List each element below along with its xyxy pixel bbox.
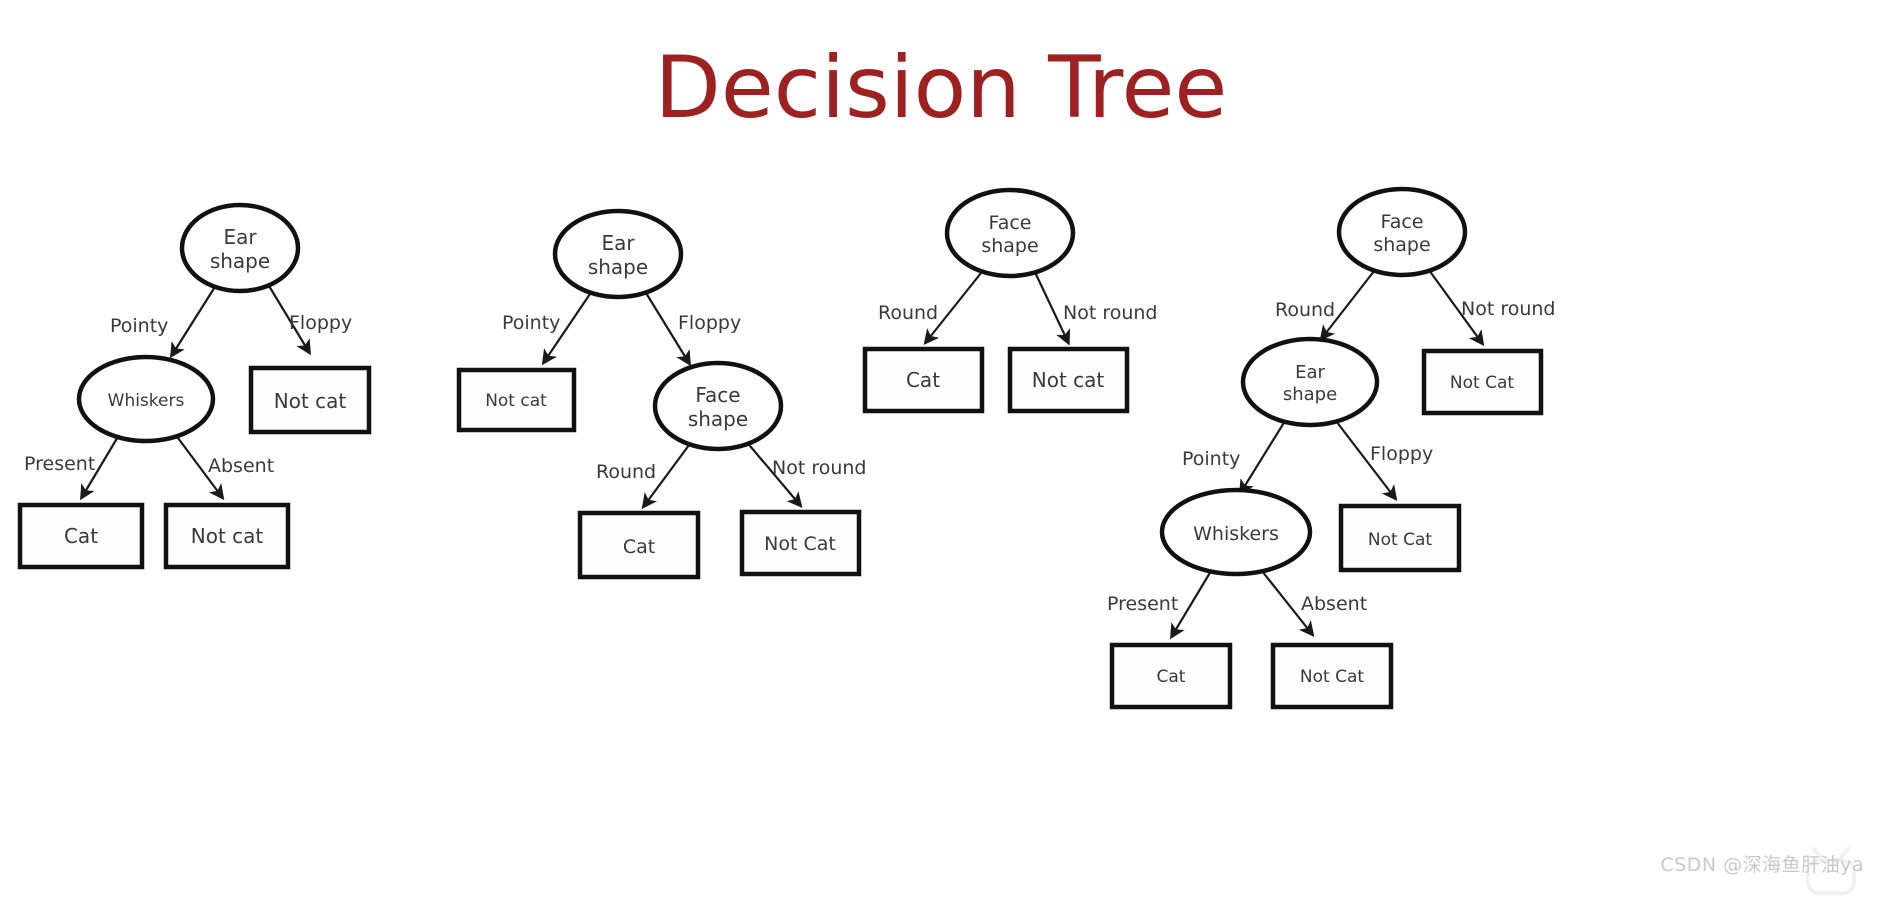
tree-3-node-face-shape[interactable] (944, 187, 1076, 279)
csdn-tv-logo-icon (1805, 846, 1857, 896)
tree-4-leaf-not-cat-floppy[interactable] (1338, 503, 1462, 573)
tree-1-edge-label-present: Present (24, 453, 95, 475)
tree-3-leaf-not-cat-label: Not cat (1032, 368, 1105, 392)
tree-4-leaf-not-cat-floppy-label: Not Cat (1368, 530, 1432, 550)
bottom-clipped-text (0, 895, 1882, 909)
tree-4-leaf-not-cat-absent-label: Not Cat (1300, 667, 1364, 687)
tree-1-edge-absent (171, 429, 225, 501)
watermark-text: CSDN @深海鱼肝油ya (1660, 854, 1864, 876)
tree-4-edge-not-round (1425, 265, 1485, 347)
tree-1-edge-pointy (169, 281, 219, 359)
tree-1-node-whiskers-label: Whiskers (108, 391, 185, 411)
tree-2-node-face-shape-label-line2: shape (688, 407, 748, 431)
tree-1-leaf-cat-label: Cat (64, 524, 98, 548)
tree-4-node-whiskers-label: Whiskers (1193, 523, 1279, 545)
tree-3-edge-label-round: Round (878, 302, 938, 324)
tree-4-edge-label-pointy: Pointy (1182, 448, 1240, 470)
tree-1-node-ear-shape-label-line1: Ear (223, 225, 257, 249)
tree-1-leaf-not-cat-floppy[interactable] (248, 365, 372, 435)
tree-2-edge-round (641, 440, 693, 510)
tree-1: Ear shape Whiskers Not cat Cat Not cat P… (17, 202, 372, 570)
tree-2-edge-pointy (541, 287, 595, 366)
tree-3-edge-label-not-round: Not round (1063, 302, 1158, 324)
tree-2-node-ear-shape[interactable] (552, 208, 684, 300)
tree-4-edge-label-present: Present (1107, 593, 1178, 615)
tree-1-leaf-cat[interactable] (17, 502, 145, 570)
tree-4-edge-label-floppy: Floppy (1370, 443, 1433, 465)
tree-1-edge-floppy (265, 280, 311, 356)
tree-1-node-whiskers[interactable] (76, 354, 216, 444)
tree-4-leaf-cat-label: Cat (1157, 667, 1186, 687)
tree-2-leaf-not-cat-notround-label: Not Cat (764, 533, 836, 555)
tree-4-edge-present (1170, 570, 1212, 640)
tree-1-edge-label-floppy: Floppy (289, 312, 352, 334)
tree-2-edge-label-pointy: Pointy (502, 312, 560, 334)
tree-3-leaf-not-cat[interactable] (1007, 346, 1130, 414)
tree-4-node-face-shape[interactable] (1336, 186, 1468, 278)
tree-1-leaf-not-cat-absent-label: Not cat (191, 524, 264, 548)
tree-4: Face shape Ear shape Not Cat Whiskers No… (1107, 186, 1556, 710)
tree-2-edge-floppy (642, 287, 692, 367)
tree-3-node-face-shape-label-line1: Face (989, 212, 1032, 234)
tree-4-leaf-not-cat-notround[interactable] (1421, 348, 1544, 416)
tree-4-edge-round (1319, 265, 1379, 342)
tree-4-node-ear-shape-label-line1: Ear (1295, 362, 1325, 383)
tree-4-leaf-not-cat-absent[interactable] (1270, 642, 1394, 710)
tree-4-edge-floppy (1335, 420, 1398, 502)
tree-2-edge-label-round: Round (596, 461, 656, 483)
tree-3: Face shape Cat Not cat Round Not round (862, 187, 1158, 414)
tree-4-node-face-shape-label-line2: shape (1373, 234, 1430, 256)
tree-2-node-face-shape-label-line1: Face (695, 383, 740, 407)
tree-4-edge-label-round: Round (1275, 299, 1335, 321)
tree-2-node-ear-shape-label-line1: Ear (601, 231, 635, 255)
tree-4-leaf-cat[interactable] (1109, 642, 1233, 710)
tree-2-leaf-not-cat-pointy-label: Not cat (485, 391, 547, 411)
tree-1-edge-present (80, 429, 123, 501)
tree-2: Ear shape Not cat Face shape Cat Not Cat… (456, 208, 867, 580)
tree-4-edge-label-not-round: Not round (1461, 298, 1556, 320)
page-title: Decision Tree (654, 38, 1228, 138)
tree-1-leaf-not-cat-floppy-label: Not cat (274, 389, 347, 413)
tree-2-leaf-cat-label: Cat (623, 536, 655, 558)
tree-4-edge-absent (1261, 570, 1315, 638)
tree-3-node-face-shape-label-line2: shape (981, 235, 1038, 257)
tree-2-edge-not-round (744, 439, 803, 508)
tree-1-node-ear-shape[interactable] (179, 202, 301, 294)
tree-3-edge-not-round (1032, 267, 1071, 346)
tree-4-node-ear-shape[interactable] (1240, 336, 1380, 428)
tree-3-leaf-cat[interactable] (862, 346, 985, 414)
tree-1-edge-label-pointy: Pointy (110, 315, 168, 337)
tree-2-edge-label-floppy: Floppy (678, 312, 741, 334)
tree-3-edge-round (923, 267, 986, 346)
tree-1-edge-label-absent: Absent (208, 455, 274, 477)
tree-4-edge-label-absent: Absent (1301, 593, 1367, 615)
tree-1-leaf-not-cat-absent[interactable] (163, 502, 291, 570)
tree-4-node-whiskers[interactable] (1159, 487, 1313, 577)
tree-2-leaf-not-cat-pointy[interactable] (456, 367, 577, 433)
tree-2-node-ear-shape-label-line2: shape (588, 255, 648, 279)
tree-4-edge-pointy (1238, 420, 1286, 496)
tree-4-node-ear-shape-label-line2: shape (1283, 384, 1337, 405)
tree-2-node-face-shape[interactable] (652, 360, 784, 452)
tree-1-node-ear-shape-label-line2: shape (210, 249, 270, 273)
tree-3-leaf-cat-label: Cat (906, 368, 940, 392)
tree-2-edge-label-not-round: Not round (772, 457, 867, 479)
tree-4-node-face-shape-label-line1: Face (1381, 211, 1424, 233)
tree-2-leaf-cat[interactable] (577, 510, 701, 580)
tree-4-leaf-not-cat-notround-label: Not Cat (1450, 373, 1514, 393)
tree-2-leaf-not-cat-notround[interactable] (739, 509, 862, 577)
